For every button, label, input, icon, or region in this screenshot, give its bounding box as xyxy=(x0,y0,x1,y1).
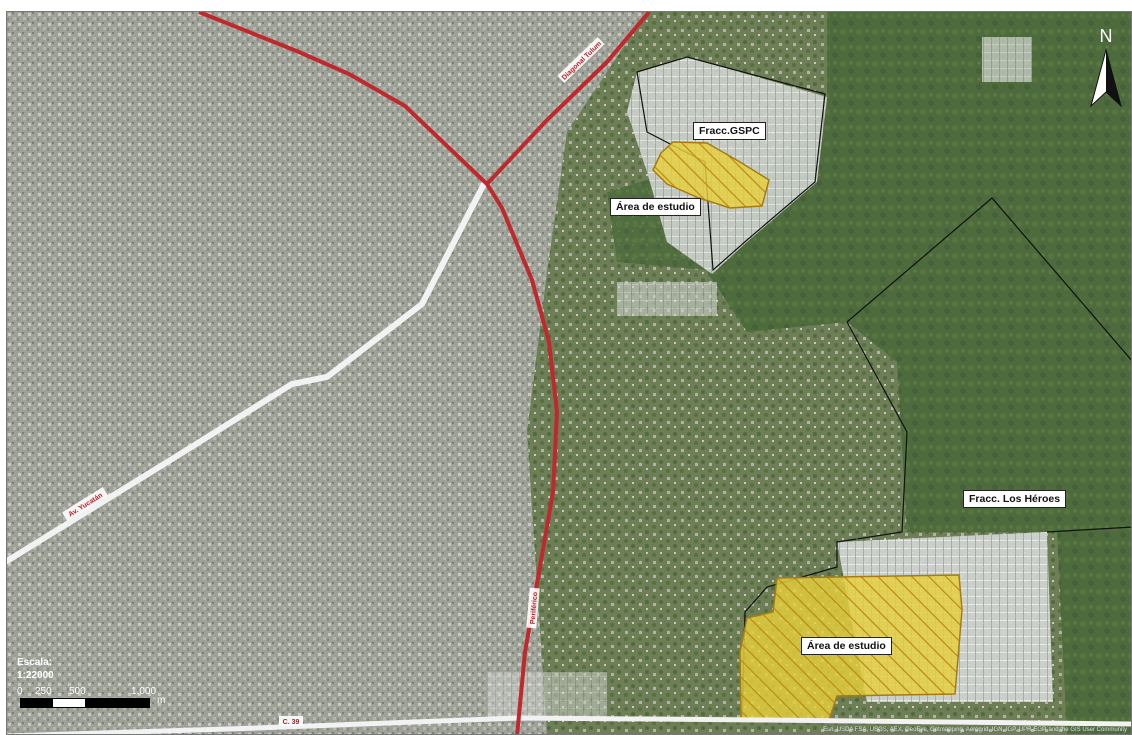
scale-unit: m xyxy=(157,695,166,706)
label-fracc-heroes: Fracc. Los Héroes xyxy=(963,490,1067,508)
scale-ratio: 1:22000 xyxy=(17,670,54,681)
road-label-south: C. 39 xyxy=(279,716,303,726)
road-diagonal-tulum xyxy=(485,12,651,186)
road-label-periferico: Periférico xyxy=(526,587,540,629)
gspc-boundary xyxy=(636,56,826,272)
road-name-south: C. 39 xyxy=(283,719,300,726)
north-letter: N xyxy=(1100,26,1113,46)
urban-area xyxy=(7,12,647,734)
scale-title: Escala: xyxy=(17,657,53,668)
built-patch xyxy=(487,672,607,720)
scale-tick: 250 xyxy=(35,686,52,697)
built-patch xyxy=(617,282,717,316)
heroes-boundary xyxy=(741,197,1131,723)
built-patch xyxy=(982,37,1032,82)
scale-tick: 0 xyxy=(17,686,23,697)
scale-tick: 1,000 xyxy=(131,686,157,697)
north-arrow-icon: N xyxy=(1090,26,1122,108)
road-periferico xyxy=(198,12,560,734)
road-av-yucatan xyxy=(7,181,487,564)
scale-bar: Escala: 1:22000 0 250 500 1,000 m xyxy=(17,656,187,708)
scale-bar-graphic xyxy=(20,698,150,708)
label-fracc-gspc: Fracc.GSPC xyxy=(693,122,766,140)
scale-ticks: 0 250 500 1,000 m xyxy=(17,686,187,706)
map-credits: Esri, USDA FSA, USGS, AEX, GeoEye, Getma… xyxy=(823,727,1127,733)
road-name-periferico: Periférico xyxy=(530,592,540,625)
study-area-north[interactable] xyxy=(652,141,770,209)
forest-area xyxy=(707,12,1131,734)
label-area-estudio-north: Área de estudio xyxy=(610,198,701,216)
map-frame: Diagonal Tulum Av. Yucatán Periférico C.… xyxy=(6,11,1132,735)
satellite-map[interactable]: Diagonal Tulum Av. Yucatán Periférico C.… xyxy=(7,12,1132,735)
scale-tick: 500 xyxy=(69,686,86,697)
label-area-estudio-south: Área de estudio xyxy=(801,637,892,655)
